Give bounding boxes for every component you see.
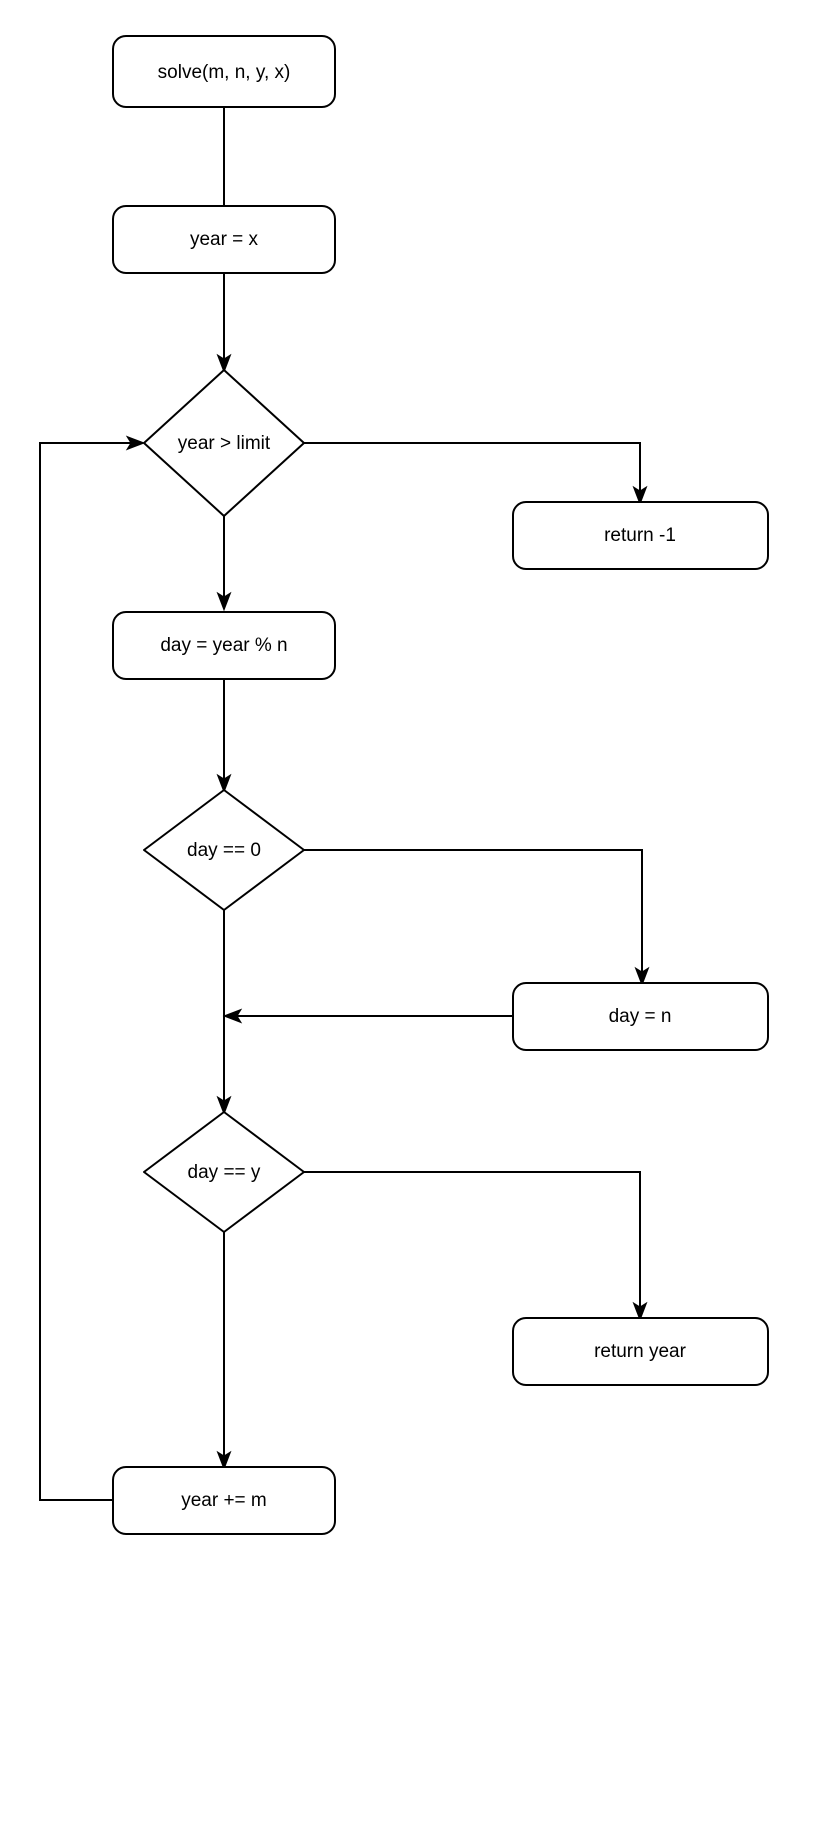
edge-compute-day-to-check-day-zero — [216, 679, 232, 794]
node-return-year-shape — [512, 1317, 769, 1386]
node-advance-year-shape — [112, 1466, 336, 1535]
node-compute-day[interactable]: day = year % n — [112, 611, 336, 680]
edge-check-day-y-to-return-year — [304, 1171, 648, 1322]
node-start[interactable]: solve(m, n, y, x) — [112, 35, 336, 108]
node-check-day-y-label: day == y — [188, 1162, 261, 1183]
node-advance-year-label: year += m — [181, 1490, 267, 1511]
edge-check-day-zero-to-check-day-y — [216, 910, 232, 1116]
node-return-minus-one-label: return -1 — [604, 525, 676, 546]
node-set-day-n[interactable]: day = n — [512, 982, 769, 1051]
node-check-day-zero-label: day == 0 — [187, 840, 261, 861]
node-init-year-label: year = x — [190, 229, 259, 250]
node-check-limit-label: year > limit — [178, 433, 271, 454]
node-init-year-shape — [112, 205, 336, 274]
node-return-minus-one-shape — [512, 501, 769, 570]
node-check-day-zero-shape — [143, 789, 305, 911]
node-start-shape — [112, 35, 336, 108]
node-compute-day-shape — [112, 611, 336, 680]
node-check-day-y[interactable]: day == y — [143, 1111, 305, 1233]
edge-set-day-n-to-main-line — [222, 1008, 513, 1024]
edge-advance-year-to-check-limit — [39, 435, 146, 1501]
node-init-year[interactable]: year = x — [112, 205, 336, 274]
node-start-label: solve(m, n, y, x) — [158, 62, 291, 83]
node-set-day-n-label: day = n — [609, 1006, 672, 1027]
node-check-day-y-shape — [143, 1111, 305, 1233]
node-set-day-n-shape — [512, 982, 769, 1051]
edge-check-day-y-to-advance-year — [216, 1232, 232, 1471]
edge-check-day-zero-to-set-day-n — [304, 849, 650, 987]
edge-check-limit-to-compute-day — [216, 516, 232, 612]
node-check-limit[interactable]: year > limit — [143, 369, 305, 517]
node-advance-year[interactable]: year += m — [112, 1466, 336, 1535]
node-check-limit-shape — [143, 369, 305, 517]
node-check-day-zero[interactable]: day == 0 — [143, 789, 305, 911]
node-return-year[interactable]: return year — [512, 1317, 769, 1386]
node-return-minus-one[interactable]: return -1 — [512, 501, 769, 570]
edge-init-year-to-check-limit — [216, 273, 232, 374]
node-return-year-label: return year — [594, 1341, 687, 1362]
edge-check-limit-to-return-minus-one — [304, 442, 648, 506]
node-compute-day-label: day = year % n — [160, 635, 287, 656]
